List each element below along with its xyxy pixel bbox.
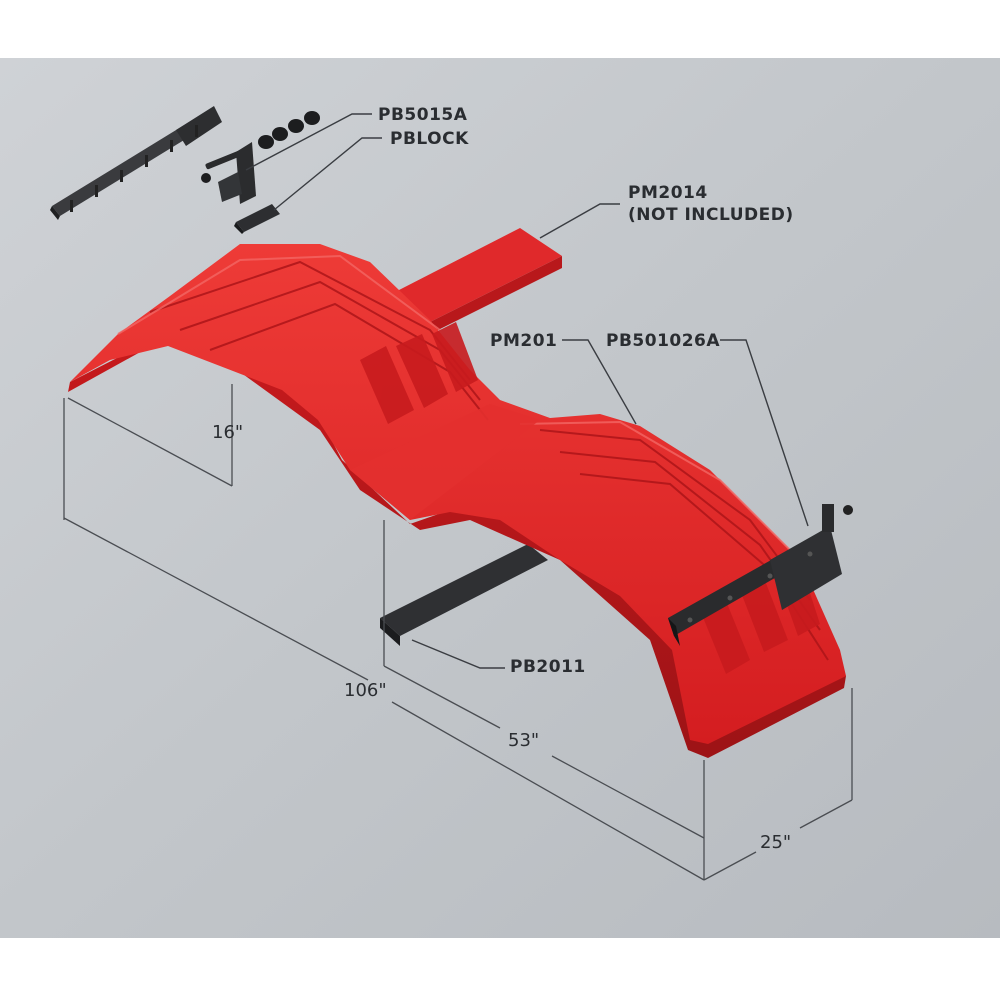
dimension-half-line — [383, 665, 501, 729]
support-bar-icon — [380, 544, 548, 646]
rail-bracket-icon — [50, 106, 222, 220]
dimension-overall-line — [63, 517, 369, 681]
dimension-half-length: 53" — [508, 730, 539, 751]
dimension-width-line — [703, 851, 757, 881]
tandem-fender-pm201 — [68, 244, 846, 758]
dimension-height: 16" — [212, 422, 243, 443]
mount-bracket-icon — [668, 504, 853, 646]
label-pm2014: PM2014 — [628, 183, 708, 203]
dimension-overall-length: 106" — [344, 680, 387, 701]
bolt-icon — [201, 149, 244, 183]
label-pb501026a: PB501026A — [606, 331, 720, 351]
block-icon — [234, 204, 280, 234]
label-pm201: PM201 — [490, 331, 557, 351]
label-pblock: PBLOCK — [390, 129, 469, 149]
washer-icon — [258, 111, 320, 149]
clamp-plate-icon — [218, 142, 256, 204]
label-pb2011: PB2011 — [510, 657, 586, 677]
dimension-width: 25" — [760, 832, 791, 853]
label-pm2014-note: (NOT INCLUDED) — [628, 205, 794, 225]
label-pb5015a: PB5015A — [378, 105, 468, 125]
